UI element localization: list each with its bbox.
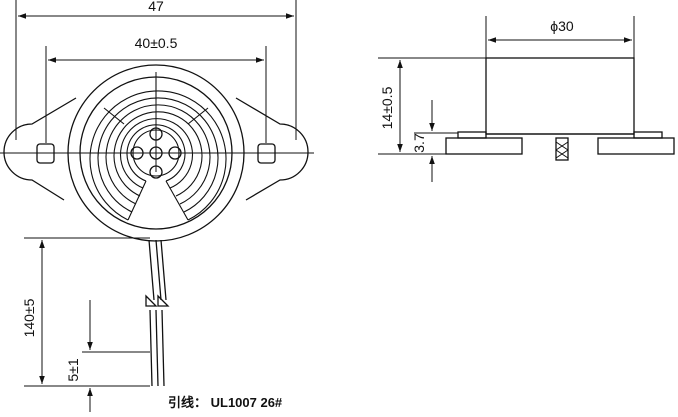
dimension-overall-width: 47 [15, 0, 297, 140]
height-label: 14±0.5 [379, 86, 395, 129]
left-mounting-hole [36, 143, 55, 164]
lead-wires [145, 239, 170, 387]
dimension-diameter: ϕ30 [485, 16, 635, 58]
side-body [485, 57, 635, 135]
side-lead-exit [555, 137, 569, 161]
dimension-lead-length: 140±5 [21, 237, 150, 387]
side-view: ϕ30 14±0.5 3 [378, 16, 675, 182]
dimension-hole-spacing: 40±0.5 [45, 35, 267, 143]
strip-length-label: 5±1 [65, 358, 81, 381]
buzzer-body-inner [79, 76, 233, 230]
side-flange [445, 131, 675, 155]
mounting-flange [3, 97, 309, 201]
lead-length-label: 140±5 [21, 298, 37, 337]
dimension-height: 14±0.5 [379, 60, 403, 152]
overall-width-label: 47 [148, 0, 164, 14]
sound-holes [130, 127, 182, 179]
front-view: 47 40±0.5 [0, 0, 314, 412]
dimension-strip-length: 5±1 [65, 300, 150, 412]
base-height-label: 3.7 [411, 133, 427, 153]
right-mounting-hole [257, 143, 276, 164]
diameter-label: ϕ30 [550, 18, 574, 34]
lead-wire-spec: 引线： UL1007 26# [168, 395, 283, 410]
dimension-base-height: 3.7 [411, 100, 435, 182]
hole-spacing-label: 40±0.5 [135, 35, 178, 51]
grill-pattern [89, 78, 227, 221]
